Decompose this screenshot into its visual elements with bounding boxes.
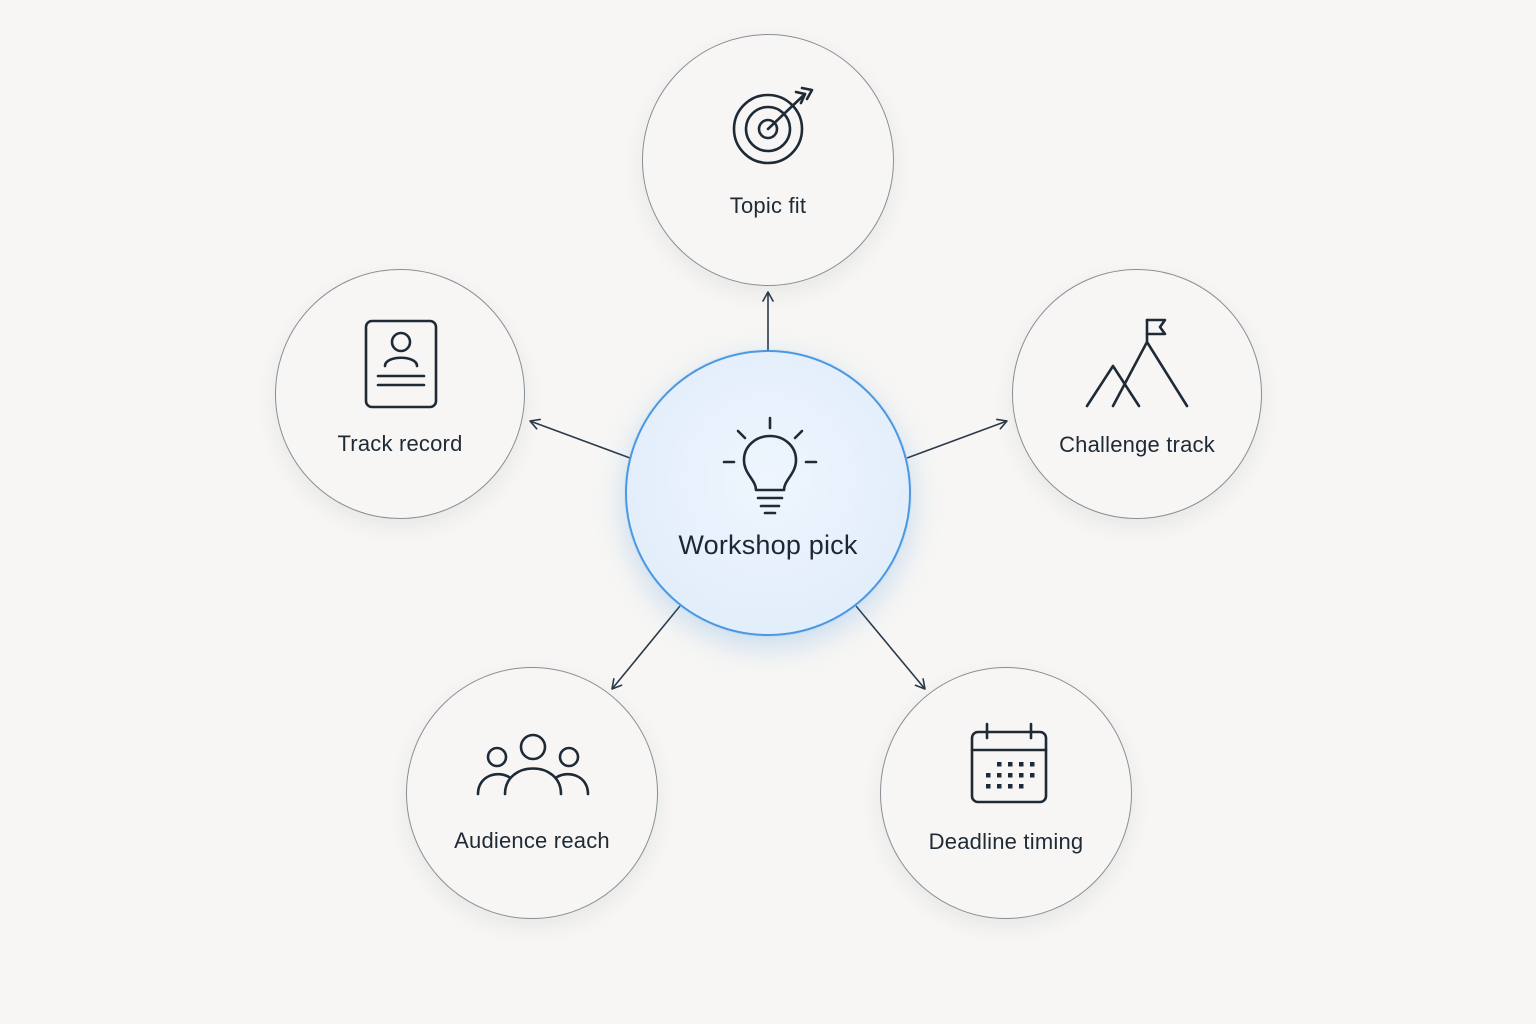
id-card-icon: [364, 319, 438, 409]
node-challenge-track[interactable]: Challenge track: [1012, 269, 1262, 519]
calendar-icon: [970, 722, 1048, 804]
node-label: Audience reach: [454, 828, 610, 853]
node-topic-fit[interactable]: Topic fit: [642, 34, 894, 286]
arrow-to-deadline-timing: [855, 605, 926, 690]
target-icon: [732, 86, 814, 165]
arrow-to-audience-reach: [611, 605, 681, 690]
node-label: Deadline timing: [928, 829, 1084, 854]
node-label: Topic fit: [729, 193, 807, 218]
node-audience-reach[interactable]: Audience reach: [406, 667, 658, 919]
node-workshop-pick[interactable]: Workshop pick: [625, 350, 911, 636]
lightbulb-icon: [722, 416, 818, 515]
node-track-record[interactable]: Track record: [275, 269, 525, 519]
node-label: Challenge track: [1059, 432, 1215, 457]
arrow-to-track-record: [529, 418, 631, 459]
people-group-icon: [476, 733, 590, 796]
node-deadline-timing[interactable]: Deadline timing: [880, 667, 1132, 919]
arrow-to-challenge-track: [906, 418, 1008, 459]
center-label: Workshop pick: [678, 530, 858, 560]
mountain-flag-icon: [1085, 318, 1189, 408]
node-label: Track record: [337, 431, 463, 456]
